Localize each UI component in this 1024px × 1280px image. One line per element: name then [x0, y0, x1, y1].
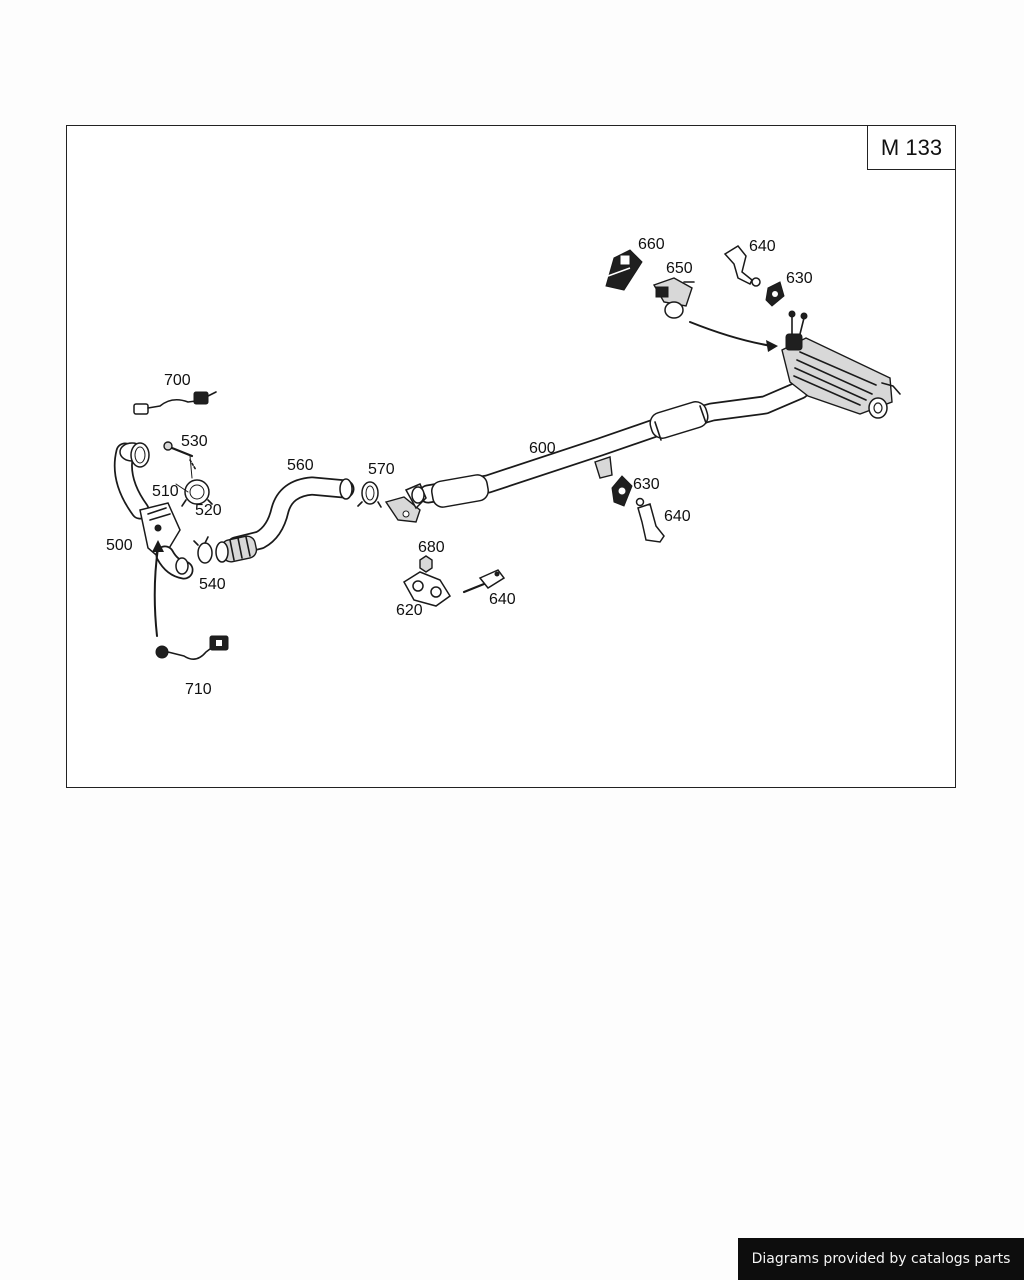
- flange-gasket[interactable]: [384, 483, 427, 523]
- label-640-middle: 640: [489, 591, 516, 608]
- oxygen-sensor-700[interactable]: [133, 391, 217, 415]
- part-labels: 660 640 650 630 700 530 600 560 570 630 …: [106, 236, 813, 698]
- label-650: 650: [666, 260, 693, 277]
- nut-680[interactable]: [419, 555, 433, 573]
- flange-plate-620[interactable]: [402, 571, 452, 607]
- front-pipe-560[interactable]: [215, 476, 355, 563]
- label-510: 510: [152, 483, 179, 500]
- actuator-660[interactable]: [605, 249, 643, 291]
- rubber-mount-630-lower[interactable]: [611, 475, 633, 507]
- label-560: 560: [287, 457, 314, 474]
- exhaust-pipe-600[interactable]: [418, 380, 810, 509]
- leader-lines: [175, 455, 193, 493]
- clamp-510[interactable]: [130, 442, 150, 468]
- label-540: 540: [199, 576, 226, 593]
- label-640-top: 640: [749, 238, 776, 255]
- label-640-lower-right: 640: [664, 508, 691, 525]
- label-700: 700: [164, 372, 191, 389]
- arrow-710-to-converter: [152, 540, 164, 637]
- label-630-top: 630: [786, 270, 813, 287]
- rubber-mount-630-top[interactable]: [765, 281, 785, 307]
- catalytic-converter-500[interactable]: [113, 442, 194, 580]
- footer-credit-badge: Diagrams provided by catalogs parts: [738, 1238, 1024, 1280]
- clamp-570[interactable]: [357, 481, 382, 508]
- label-500: 500: [106, 537, 133, 554]
- flap-650[interactable]: [652, 277, 695, 319]
- arrow-650-to-silencer: [689, 321, 778, 352]
- rear-silencer[interactable]: [781, 310, 901, 419]
- bracket-640-lower-right[interactable]: [635, 497, 665, 543]
- label-620: 620: [396, 602, 423, 619]
- label-680: 680: [418, 539, 445, 556]
- clamp-520[interactable]: [181, 479, 213, 507]
- label-530: 530: [181, 433, 208, 450]
- oxygen-sensor-710[interactable]: [155, 635, 229, 660]
- label-660: 660: [638, 236, 665, 253]
- bolt-640-middle[interactable]: [462, 569, 506, 594]
- bracket-640-top[interactable]: [723, 245, 761, 287]
- clamp-540[interactable]: [193, 536, 213, 564]
- label-630-lower: 630: [633, 476, 660, 493]
- label-570: 570: [368, 461, 395, 478]
- footer-credit-text: Diagrams provided by catalogs parts: [751, 1251, 1011, 1267]
- model-code-box: M 133: [867, 125, 956, 170]
- label-600: 600: [529, 440, 556, 457]
- diagram-frame: M 133: [66, 125, 956, 788]
- label-520: 520: [195, 502, 222, 519]
- label-710: 710: [185, 681, 212, 698]
- model-code: M 133: [880, 134, 943, 160]
